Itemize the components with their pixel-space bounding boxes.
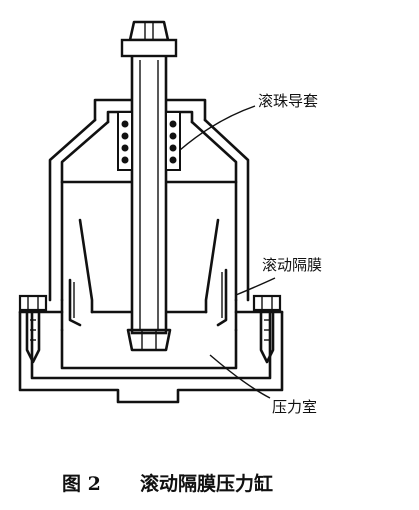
left-bolt	[18, 294, 48, 364]
rolling-diaphragm	[68, 268, 228, 327]
top-nut	[120, 20, 178, 58]
leader-ball-guide	[179, 105, 256, 151]
leader-lines	[179, 105, 276, 399]
right-bolt	[252, 294, 282, 364]
caption-title: 滚动隔膜压力缸	[140, 472, 273, 495]
leader-rolling-diaphragm	[235, 277, 276, 296]
ball-guide-bushing	[117, 111, 181, 171]
caption-number: 图 2	[62, 473, 101, 495]
piston-rod	[130, 53, 168, 335]
leader-pressure-chamber	[209, 354, 271, 399]
label-ball-guide: 滚珠导套	[258, 92, 318, 110]
label-pressure-chamber: 压力室	[272, 398, 317, 416]
base-housing	[18, 310, 284, 404]
bottom-nut	[126, 328, 172, 352]
label-rolling-diaphragm: 滚动隔膜	[262, 256, 322, 274]
